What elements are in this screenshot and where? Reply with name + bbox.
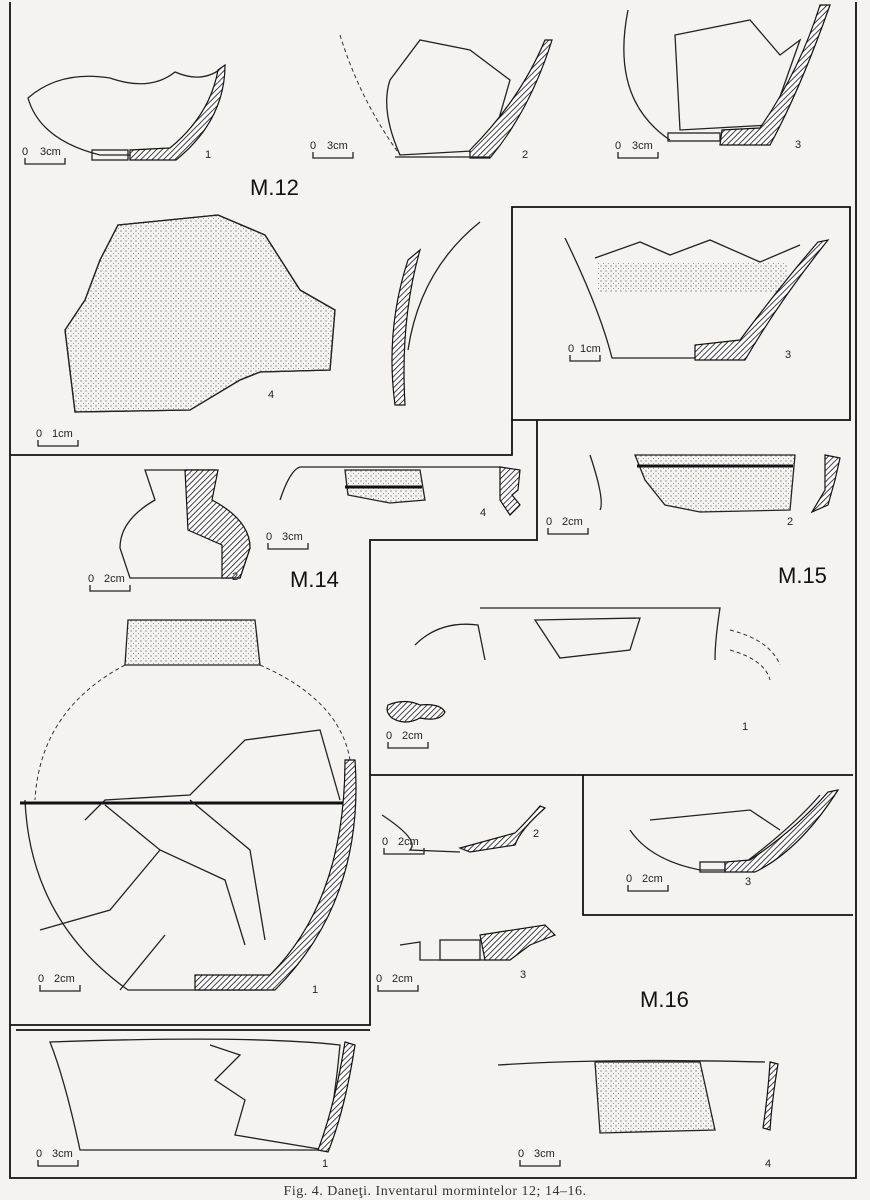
- grave-label-m14: M.14: [290, 567, 339, 592]
- scale-1cm: 1cm: [580, 343, 601, 355]
- m12-vessel-3b: [564, 237, 830, 361]
- item-number: 1: [312, 984, 318, 996]
- m15-sherd-2: [589, 454, 841, 514]
- scale-zero: 0: [615, 140, 621, 152]
- scale-zero: 0: [518, 1148, 524, 1160]
- scale-1cm: 1cm: [52, 428, 73, 440]
- panel-borders: [9, 2, 857, 1179]
- scale-2cm: 2cm: [392, 973, 413, 985]
- scale-labels: 0 3cm 0 3cm 0 3cm 0 1cm 0 1cm 0 3cm 0 2c…: [22, 140, 663, 1160]
- scale-zero: 0: [266, 531, 272, 543]
- scale-zero: 0: [546, 516, 552, 528]
- item-number: 2: [533, 828, 539, 840]
- item-number: 3: [520, 969, 526, 981]
- m15-vessel-1: [386, 607, 781, 723]
- scale-2cm: 2cm: [104, 573, 125, 585]
- scale-2cm: 2cm: [402, 730, 423, 742]
- item-number: 2: [787, 516, 793, 528]
- m16-vessel-4: [497, 1059, 779, 1134]
- m14-sherd-4: [279, 466, 521, 516]
- grave-label-m12: M.12: [250, 175, 299, 200]
- scale-zero: 0: [376, 973, 382, 985]
- scale-3cm: 3cm: [632, 140, 653, 152]
- item-number: 2: [522, 149, 528, 161]
- scale-zero: 0: [22, 146, 28, 158]
- scale-2cm: 2cm: [54, 973, 75, 985]
- m12-sherd-4: [64, 214, 481, 413]
- scale-bars: [24, 152, 669, 1167]
- scale-2cm: 2cm: [398, 836, 419, 848]
- m15-vessel-3: [629, 789, 840, 873]
- m12-vessel-1: [27, 63, 226, 161]
- scale-3cm: 3cm: [534, 1148, 555, 1160]
- scale-2cm: 2cm: [562, 516, 583, 528]
- grave-label-m15: M.15: [778, 563, 827, 588]
- scale-zero: 0: [386, 730, 392, 742]
- m16-vessel-1: [49, 1038, 356, 1153]
- item-number: 1: [742, 721, 748, 733]
- scale-zero: 0: [310, 140, 316, 152]
- scale-zero: 0: [38, 973, 44, 985]
- scale-zero: 0: [36, 1148, 42, 1160]
- scale-3cm: 3cm: [282, 531, 303, 543]
- scale-zero: 0: [36, 428, 42, 440]
- item-number: 3: [745, 876, 751, 888]
- scale-zero: 0: [626, 873, 632, 885]
- scale-2cm: 2cm: [642, 873, 663, 885]
- item-number: 1: [322, 1158, 328, 1170]
- m16-vessel-2: [381, 805, 547, 853]
- item-number: 4: [480, 507, 486, 519]
- item-number: 4: [765, 1158, 771, 1170]
- m12-vessel-3: [623, 4, 831, 146]
- item-number: 4: [268, 389, 274, 401]
- m16-vessel-3: [399, 924, 557, 961]
- scale-zero: 0: [88, 573, 94, 585]
- item-number: 3: [795, 139, 801, 151]
- scale-3cm: 3cm: [52, 1148, 73, 1160]
- item-number: 1: [205, 149, 211, 161]
- item-number: 2: [232, 571, 238, 583]
- scale-zero: 0: [382, 836, 388, 848]
- scale-zero: 0: [568, 343, 574, 355]
- scale-3cm: 3cm: [327, 140, 348, 152]
- figure-caption: Fig. 4. Daneţi. Inventarul mormintelor 1…: [283, 1184, 587, 1199]
- item-number: 3: [785, 349, 791, 361]
- m14-vessel-2: [119, 469, 251, 579]
- m12-vessel-2: [339, 34, 553, 159]
- grave-label-m16: M.16: [640, 987, 689, 1012]
- scale-3cm: 3cm: [40, 146, 61, 158]
- item-numbers: 1 2 3 4 3 2 4 2 1 1 2 3 3 1 4: [205, 139, 801, 1170]
- m14-vessel-1: [20, 619, 357, 991]
